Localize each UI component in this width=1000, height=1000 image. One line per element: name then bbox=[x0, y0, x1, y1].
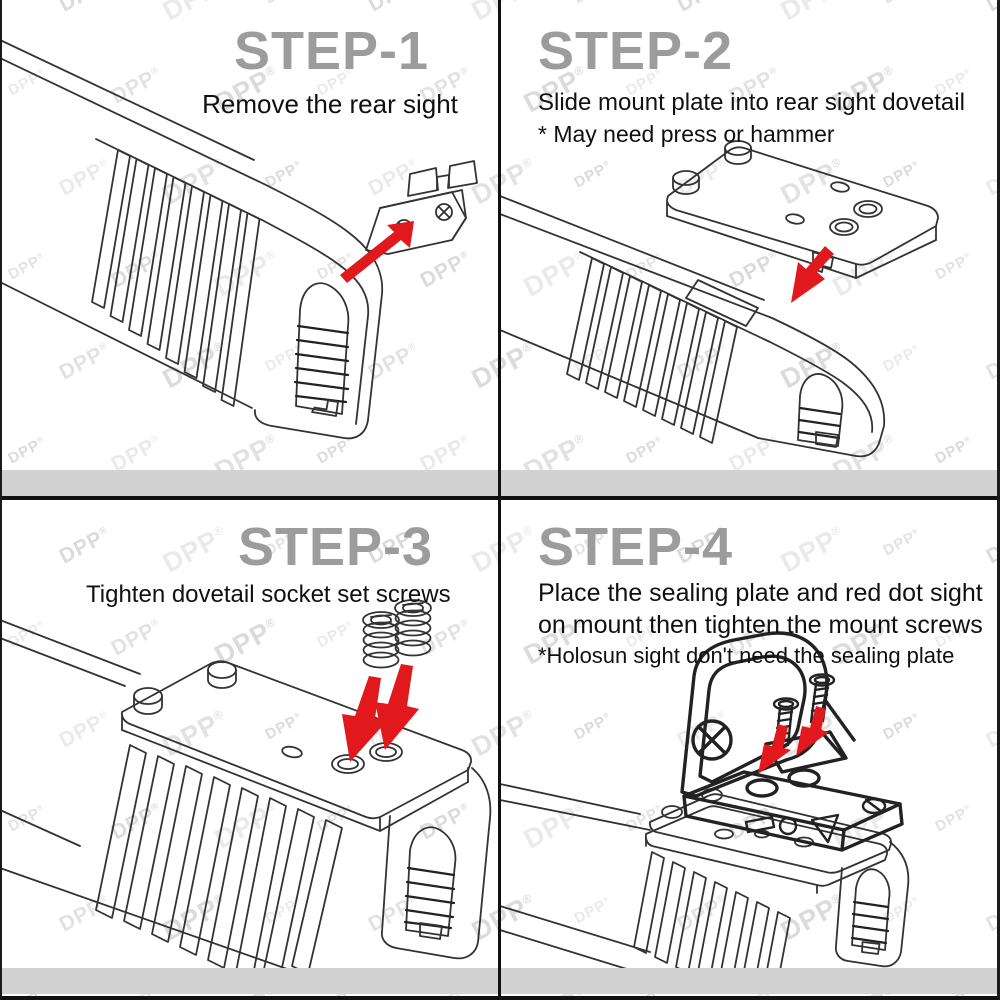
step-4-instruction-line-2: on mount then tighten the mount screws bbox=[538, 611, 983, 639]
panel-step-4: STEP-4 Place the sealing plate and red d… bbox=[500, 500, 1000, 970]
pistol-slide-illustration bbox=[0, 39, 384, 440]
sealing-plate-illustration bbox=[644, 805, 889, 894]
step-1-title: STEP-1 bbox=[234, 21, 430, 81]
step-3-illustration bbox=[0, 599, 492, 970]
step-4-illustration bbox=[500, 631, 910, 970]
step-4-title: STEP-4 bbox=[538, 517, 734, 577]
striker-plate-hatching bbox=[850, 900, 890, 945]
left-border bbox=[0, 0, 2, 1000]
step-4-instruction-line-1: Place the sealing plate and red dot sigh… bbox=[538, 579, 983, 607]
striker-plate-hatching bbox=[403, 866, 456, 930]
step-2-note: * May need press or hammer bbox=[538, 121, 835, 147]
pistol-slide-illustration bbox=[0, 619, 492, 970]
striker-plate-hatching bbox=[797, 406, 842, 440]
step-2-illustration bbox=[500, 140, 939, 458]
mount-plate-illustration bbox=[666, 140, 939, 279]
right-border bbox=[997, 0, 1000, 1000]
step-1-illustration bbox=[0, 39, 478, 440]
step-4-note: *Holosun sight don't need the sealing pl… bbox=[538, 643, 955, 668]
step-1-instruction: Remove the rear sight bbox=[202, 89, 458, 119]
slotted-screw-icon bbox=[861, 797, 887, 815]
panel-step-3: STEP-3 Tighten dovetail socket set screw… bbox=[0, 500, 500, 970]
step-3-instruction: Tighten dovetail socket set screws bbox=[86, 581, 451, 608]
pistol-slide-illustration bbox=[500, 783, 910, 970]
red-arrow-icon bbox=[791, 246, 834, 303]
warning-triangle-icon bbox=[810, 813, 840, 844]
sight-base-markings bbox=[744, 797, 887, 844]
pistol-slide-illustration bbox=[500, 195, 886, 458]
red-arrow-icon bbox=[340, 221, 414, 283]
red-arrow-icon bbox=[796, 706, 829, 756]
panel-step-2: STEP-2 Slide mount plate into rear sight… bbox=[500, 0, 1000, 470]
battery-notch bbox=[744, 815, 776, 834]
step-2-instruction: Slide mount plate into rear sight doveta… bbox=[538, 89, 965, 116]
striker-plate-hatching bbox=[293, 324, 350, 404]
red-arrow-icon bbox=[758, 724, 791, 774]
step-2-title: STEP-2 bbox=[538, 21, 734, 81]
red-arrow-icon bbox=[342, 676, 387, 762]
red-arrow-icon bbox=[375, 664, 419, 750]
column-divider bbox=[498, 0, 501, 1000]
mount-plate-illustration bbox=[121, 660, 472, 832]
windage-screw-icon bbox=[691, 719, 733, 761]
rear-sight-illustration bbox=[365, 160, 478, 255]
set-screws-illustration bbox=[362, 599, 432, 669]
step-3-title: STEP-3 bbox=[238, 517, 434, 577]
panel-step-1: STEP-1 Remove the rear sight bbox=[0, 0, 500, 470]
